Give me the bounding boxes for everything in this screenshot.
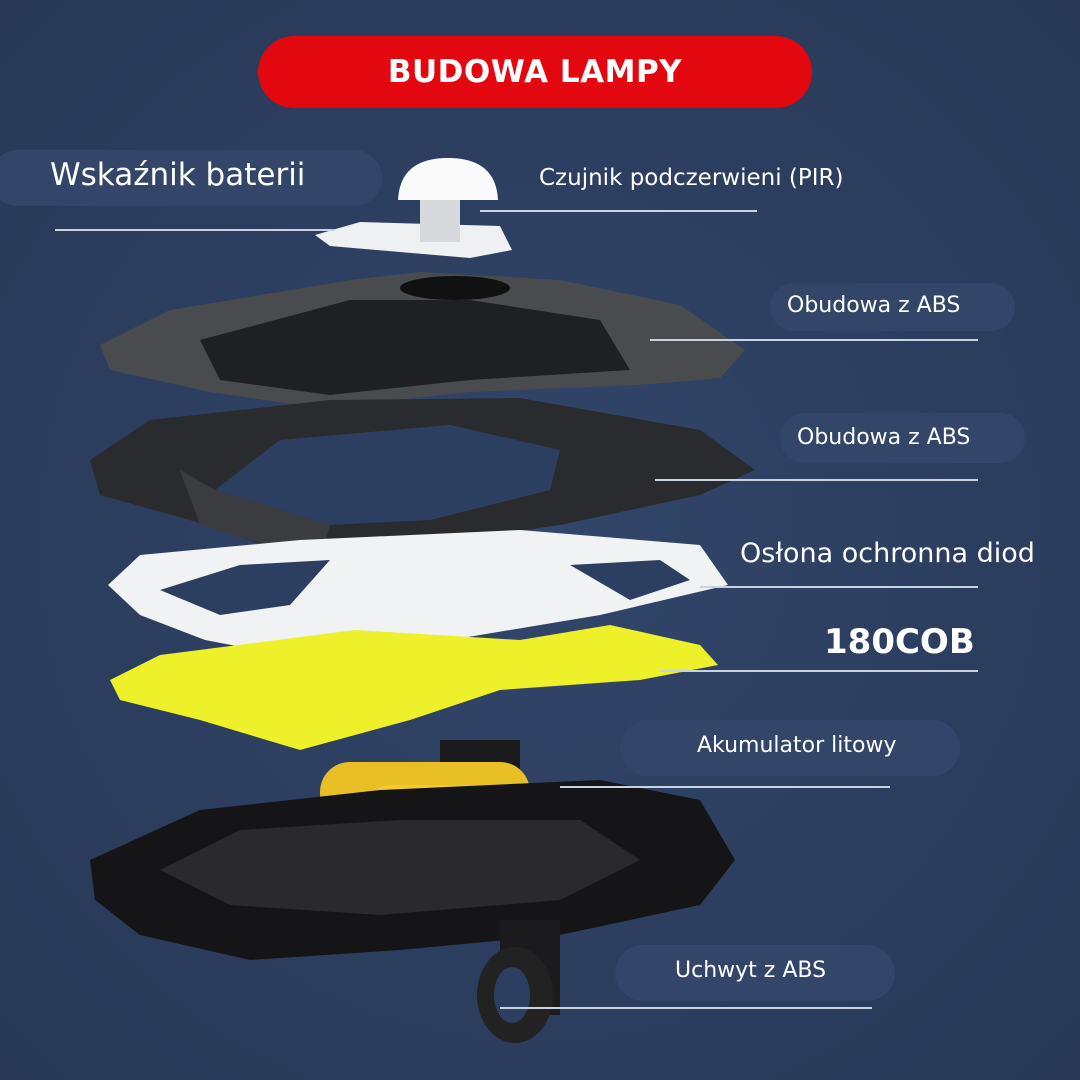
base-mount-part	[90, 780, 735, 1043]
leader-line	[660, 670, 978, 672]
leader-line	[500, 1007, 872, 1009]
diode-cover-part	[108, 530, 728, 660]
leader-line	[55, 229, 335, 231]
label-pill	[770, 283, 1015, 331]
label-pill	[780, 413, 1025, 463]
leader-line	[700, 586, 978, 588]
label-top-housing: Obudowa z ABS	[787, 293, 961, 318]
label-battery: Akumulator litowy	[697, 733, 897, 758]
label-middle-housing: Obudowa z ABS	[797, 425, 971, 450]
leader-line	[560, 786, 890, 788]
label-battery-indicator: Wskaźnik baterii	[50, 157, 306, 193]
label-pir-sensor: Czujnik podczerwieni (PIR)	[539, 165, 844, 191]
middle-housing-part	[90, 398, 755, 560]
page-title: BUDOWA LAMPY	[258, 36, 812, 108]
leader-line	[655, 479, 978, 481]
label-pill	[620, 720, 960, 776]
label-cob: 180COB	[824, 622, 975, 662]
pir-sensor-part	[315, 158, 512, 258]
label-pill	[0, 150, 382, 206]
led-board-part	[110, 625, 718, 750]
leader-line	[480, 210, 757, 212]
label-mount: Uchwyt z ABS	[675, 958, 827, 983]
leader-line	[650, 339, 978, 341]
label-diode-cover: Osłona ochronna diod	[740, 538, 1035, 569]
label-pill	[615, 945, 895, 1001]
top-housing-part	[100, 272, 745, 408]
